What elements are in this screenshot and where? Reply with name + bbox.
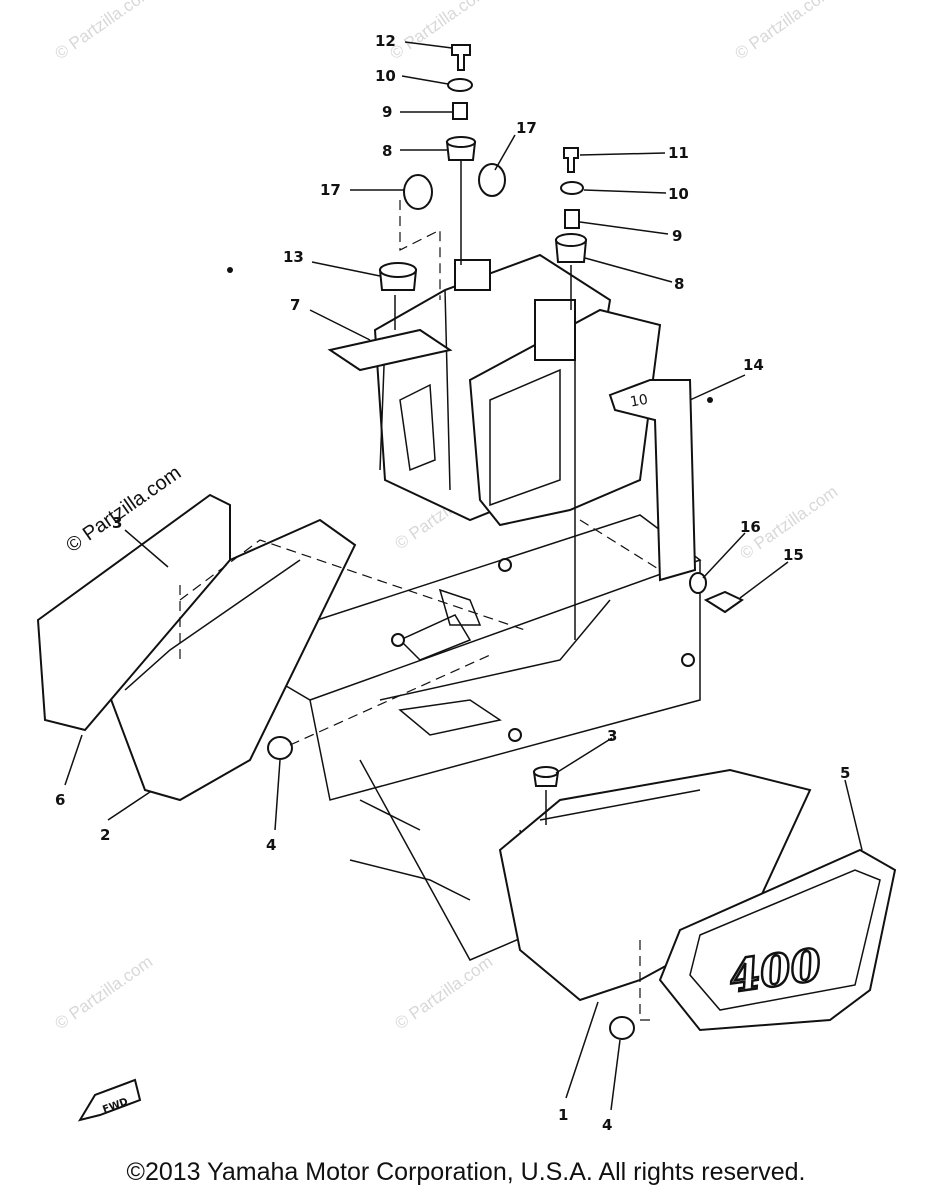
callout-7: 7 [290,296,300,314]
callout-4: 4 [602,1116,612,1134]
callout-3: 3 [607,727,617,745]
callout-5: 5 [840,764,850,782]
bracket-14: 10 [608,379,697,582]
callout-3: 3 [112,514,122,532]
watermark: © Partzilla.com [51,0,156,63]
callout-6: 6 [55,791,65,809]
callout-1: 1 [558,1106,568,1124]
copyright-notice: ©2013 Yamaha Motor Corporation, U.S.A. A… [126,1158,806,1186]
watermark: © Partzilla.com [391,952,496,1033]
leader-lines [64,41,863,1111]
callout-8: 8 [674,275,684,293]
callout-16: 16 [740,518,761,536]
callout-13: 13 [283,248,304,266]
callout-9: 9 [382,103,392,121]
forward-arrow: FWD [77,1078,142,1122]
callout-12: 12 [375,32,396,50]
frame [223,267,713,961]
watermark: © Partzilla.com [731,0,836,63]
watermark: © Partzilla.com [51,952,156,1033]
callout-10: 10 [668,185,689,203]
callout-11: 11 [668,144,689,162]
callout-9: 9 [672,227,682,245]
side-covers: 400 [36,493,897,1032]
callout-10: 10 [375,67,396,85]
callouts: 12 10 9 8 17 17 11 10 9 8 13 7 14 16 15 … [55,32,850,1134]
bracket-tag: 10 [629,392,649,411]
callout-14: 14 [743,356,764,374]
battery-box [327,253,662,527]
watermark: © Partzilla.com [386,0,491,63]
callout-4: 4 [266,836,276,854]
alignment-lines [179,160,661,1021]
callout-17: 17 [516,119,537,137]
callout-8: 8 [382,142,392,160]
callout-17: 17 [320,181,341,199]
callout-2: 2 [100,826,110,844]
callout-15: 15 [783,546,804,564]
